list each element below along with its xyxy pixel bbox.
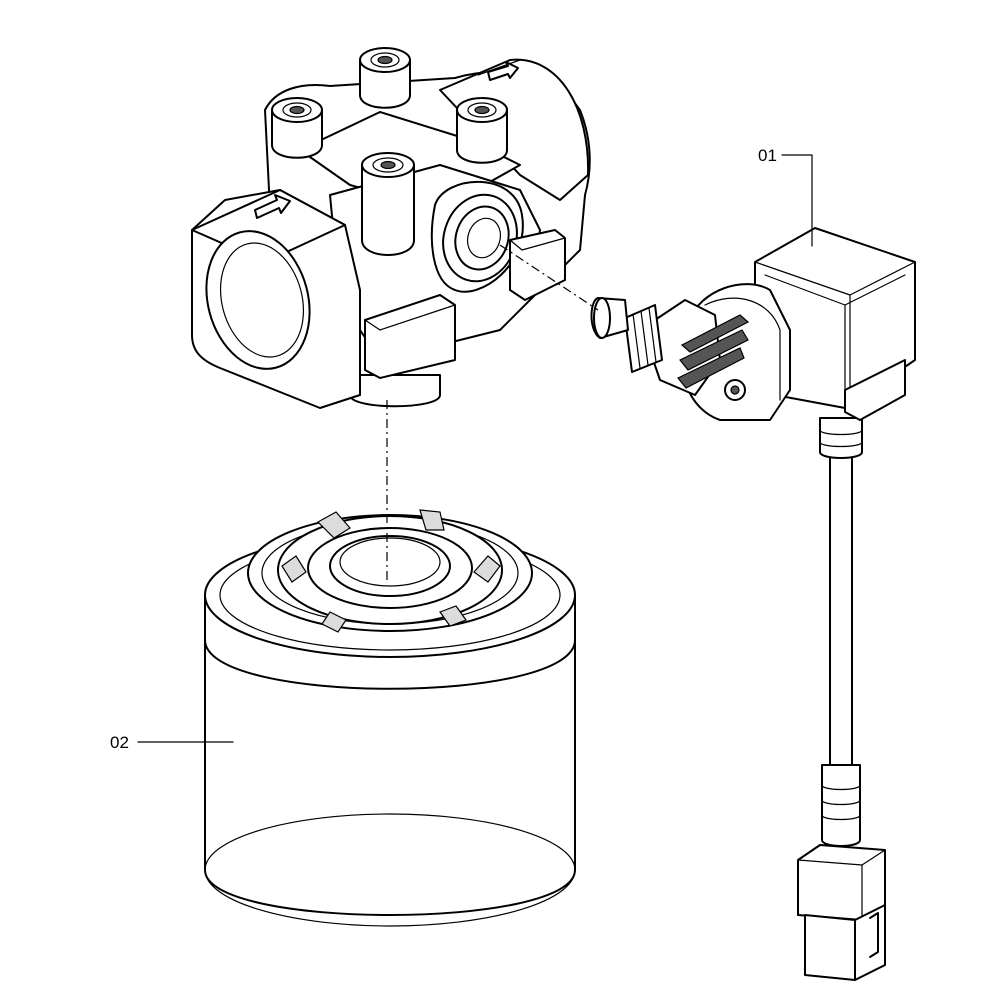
cable-plug-edge bbox=[797, 849, 886, 921]
connector-box-edge-inner bbox=[764, 274, 906, 396]
cable-plug bbox=[797, 844, 886, 921]
mount-tab bbox=[364, 294, 456, 379]
strain-relief-rings bbox=[819, 429, 863, 448]
cap-lug bbox=[317, 511, 351, 539]
callout-label-01: 01 bbox=[758, 146, 777, 165]
sensor-body-edge bbox=[704, 297, 781, 401]
cartridge-bottom-edge bbox=[204, 813, 576, 927]
mount-tab-right bbox=[509, 229, 566, 301]
sensor-cable bbox=[829, 444, 853, 771]
mount-tab-edge bbox=[509, 237, 566, 251]
strain-relief-rings bbox=[821, 784, 861, 821]
strain-relief-upper bbox=[819, 417, 863, 459]
cartridge-center-bore bbox=[329, 535, 451, 597]
callout-01: 01 bbox=[758, 146, 813, 247]
sensor-thread-lines bbox=[632, 307, 657, 369]
sensor-fin bbox=[677, 347, 745, 389]
cap-lug bbox=[439, 605, 467, 627]
flow-arrow-icon bbox=[487, 61, 519, 81]
inlet-bore-inner bbox=[219, 242, 305, 358]
head-spigot bbox=[349, 374, 441, 408]
head-edge bbox=[477, 59, 521, 76]
plug-latch bbox=[869, 912, 879, 958]
pressure-sensor bbox=[590, 227, 916, 981]
connector-cable-exit bbox=[844, 359, 906, 421]
cap-lug bbox=[473, 555, 501, 583]
head-rear-lobe bbox=[439, 58, 590, 201]
cartridge-body bbox=[204, 609, 576, 916]
port-top-front bbox=[361, 152, 415, 256]
cartridge-bore-inner bbox=[339, 537, 441, 587]
sensor-tip-face bbox=[593, 297, 611, 339]
port-top-back bbox=[359, 47, 411, 109]
port-top-left bbox=[271, 97, 323, 159]
callout-02: 02 bbox=[110, 733, 234, 752]
port-top-right bbox=[456, 97, 508, 164]
cable-plug-tip bbox=[804, 914, 856, 981]
sensor-port bbox=[430, 180, 524, 293]
cap-lug bbox=[419, 509, 445, 531]
filter-cartridge bbox=[204, 509, 576, 927]
strain-relief-lower bbox=[821, 764, 861, 847]
inlet-bore bbox=[205, 230, 311, 370]
assembly-centerline-sensor bbox=[499, 244, 599, 311]
sensor-fin bbox=[680, 314, 750, 353]
mount-tab-edge bbox=[364, 304, 456, 331]
cap-lug bbox=[281, 555, 307, 583]
filter-head bbox=[191, 47, 591, 409]
callout-label-02: 02 bbox=[110, 733, 129, 752]
flow-arrow-icon bbox=[254, 194, 291, 219]
sensor-screw-head bbox=[730, 385, 740, 395]
cap-lug bbox=[321, 611, 347, 633]
sensor-fin bbox=[679, 329, 749, 371]
leader-line-01 bbox=[781, 154, 813, 247]
